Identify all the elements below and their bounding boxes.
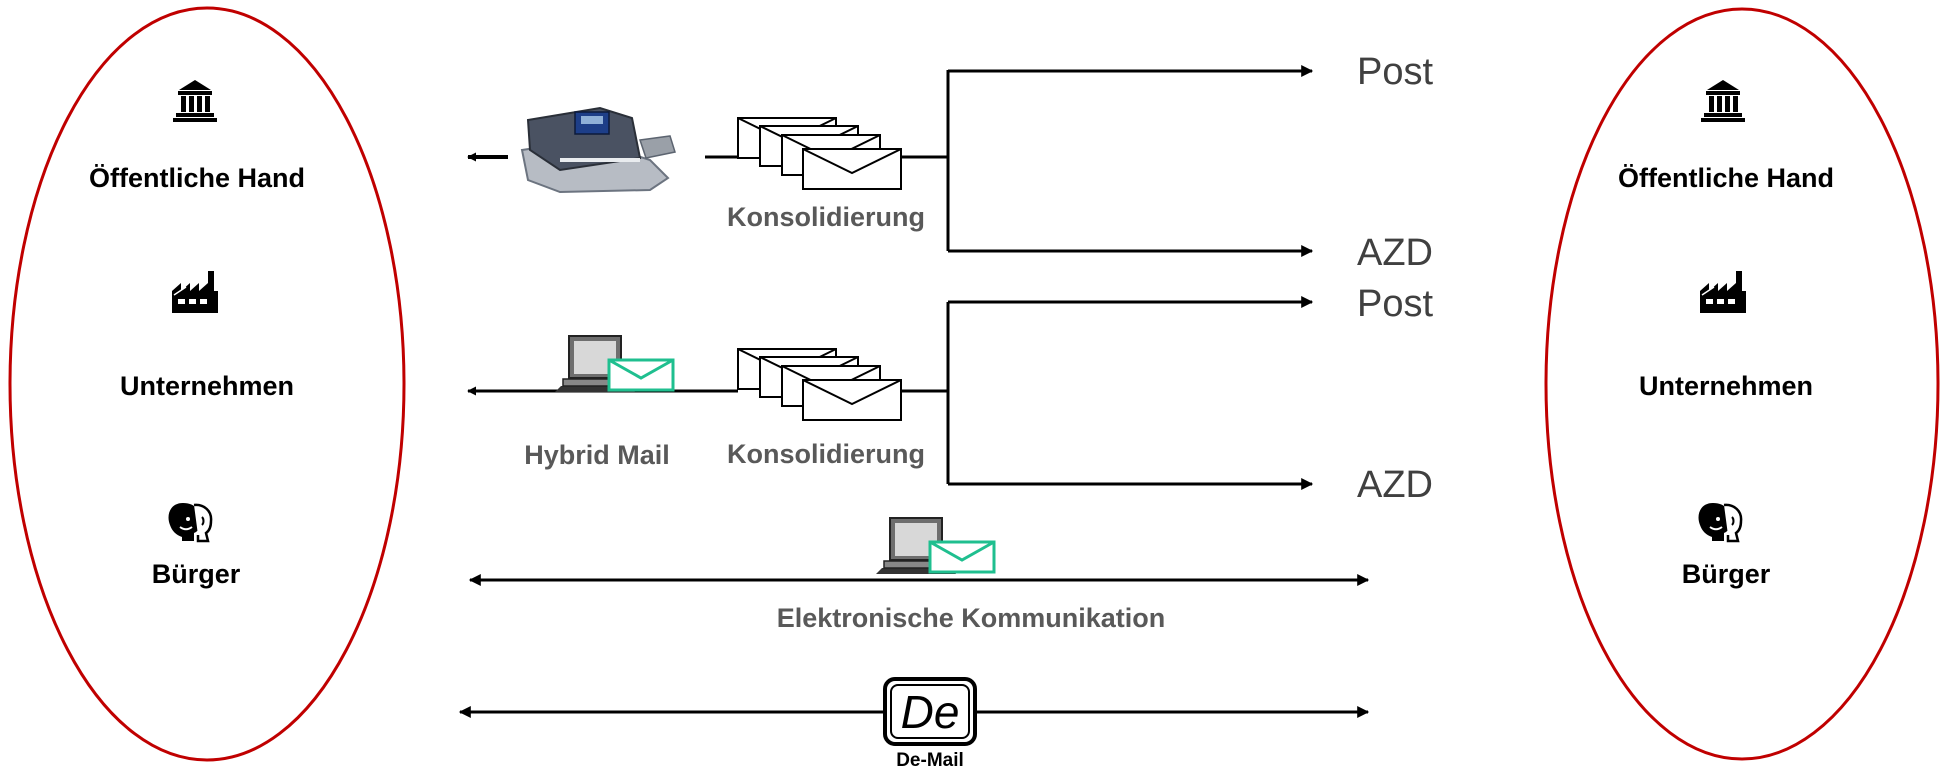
left-group-ellipse (8, 6, 406, 762)
demail-label: De-Mail (896, 750, 964, 771)
postal-destination-post: Post (1357, 51, 1433, 93)
flow-postal: Konsolidierung Post AZD (467, 51, 1433, 274)
right-actor-label-public: Öffentliche Hand (1618, 163, 1834, 193)
electronic-label: Elektronische Kommunikation (777, 603, 1166, 633)
hybrid-destination-post: Post (1357, 283, 1433, 325)
hybrid-branch-lines (901, 302, 950, 484)
postal-consolidation-label: Konsolidierung (727, 202, 925, 232)
laptop-mail-icon (553, 334, 675, 394)
right-actor-label-company: Unternehmen (1639, 371, 1813, 401)
hybrid-device-label: Hybrid Mail (524, 440, 670, 470)
hybrid-consolidation-label: Konsolidierung (727, 439, 925, 469)
left-actor-group: Öffentliche Hand Unternehmen Bürger (8, 6, 406, 762)
demail-logo: De (883, 677, 977, 746)
factory-icon (1699, 270, 1747, 314)
flow-hybrid: Hybrid Mail Konsolidierung Post AZD (467, 283, 1433, 506)
flow-demail: De De-Mail (458, 677, 1370, 771)
franking-machine-icon (520, 106, 676, 194)
government-building-icon (173, 80, 217, 122)
people-icon (167, 501, 213, 543)
postal-branch-lines (901, 70, 950, 251)
hybrid-destination-azd: AZD (1357, 464, 1433, 506)
government-building-icon (1701, 80, 1745, 122)
right-actor-label-citizen: Bürger (1682, 559, 1771, 589)
envelope-stack-icon (737, 348, 902, 421)
left-actor-label-public: Öffentliche Hand (89, 163, 305, 193)
right-actor-group: Öffentliche Hand Unternehmen Bürger (1544, 7, 1940, 761)
left-actor-label-citizen: Bürger (152, 559, 241, 589)
right-group-ellipse (1544, 7, 1940, 761)
postal-destination-azd: AZD (1357, 232, 1433, 274)
people-icon (1697, 501, 1743, 543)
left-actor-label-company: Unternehmen (120, 371, 294, 401)
laptop-mail-icon (874, 516, 996, 576)
envelope-stack-icon (737, 117, 902, 190)
flow-electronic: Elektronische Kommunikation (468, 516, 1370, 633)
factory-icon (171, 270, 219, 314)
demail-logo-text: De (901, 686, 960, 738)
